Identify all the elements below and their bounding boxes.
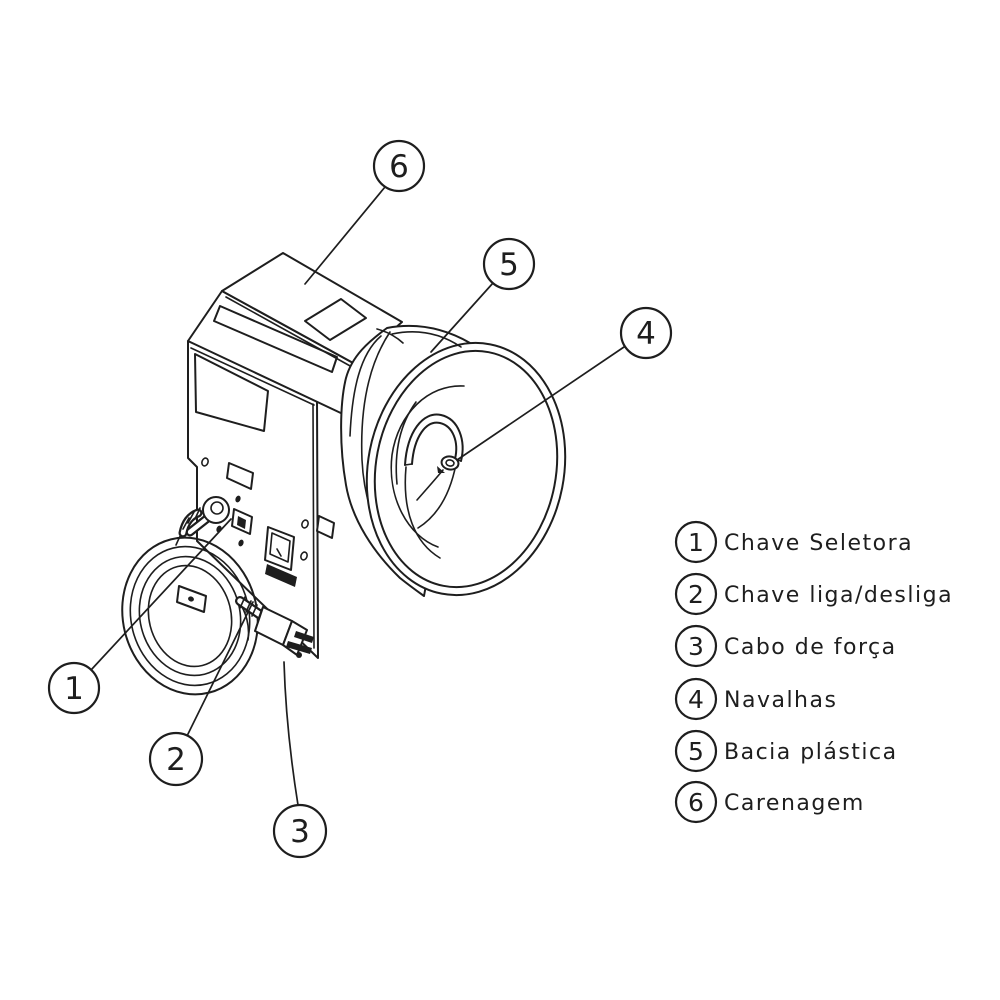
legend-num-2: 2 — [688, 580, 704, 609]
top-vent-window — [304, 298, 367, 341]
cord-elbow-grommet — [178, 507, 203, 538]
callout-1-number: 1 — [64, 671, 84, 707]
legend-item-3: 3 Cabo de força — [674, 624, 897, 668]
legend-num-1: 1 — [688, 528, 704, 557]
callout-5-number: 5 — [499, 247, 519, 283]
cabo-de-forca-power-cord — [121, 507, 314, 696]
callout-3: 3 — [272, 803, 328, 859]
power-plug — [254, 606, 314, 658]
legend: 1 Chave Seletora 2 Chave liga/desliga 3 … — [674, 520, 953, 824]
callout-4: 4 — [619, 306, 673, 360]
panel-label-window — [194, 353, 269, 432]
bowl-inner-bottom-arc — [390, 385, 465, 548]
leader-line-4 — [456, 346, 625, 461]
legend-item-1: 1 Chave Seletora — [674, 520, 913, 564]
legend-num-3: 3 — [688, 632, 704, 661]
selector-switch-knob — [185, 496, 230, 537]
bowl-rim-inner — [373, 349, 559, 589]
housing-foot-tab — [316, 515, 335, 539]
plug-prong — [286, 641, 312, 654]
panel-tab — [226, 462, 254, 490]
callout-1: 1 — [47, 661, 101, 715]
legend-num-4: 4 — [688, 685, 704, 714]
legend-num-5: 5 — [688, 737, 704, 766]
callout-2-number: 2 — [166, 742, 186, 778]
leader-line-1 — [90, 518, 232, 671]
legend-label-5: Bacia plástica — [724, 740, 898, 765]
legend-label-6: Carenagem — [724, 791, 865, 816]
leader-line-2 — [186, 601, 254, 737]
callout-2: 2 — [148, 731, 204, 787]
callout-6-number: 6 — [389, 149, 409, 185]
callout-6: 6 — [372, 139, 426, 193]
cord-bracket — [176, 585, 207, 613]
legend-item-4: 4 Navalhas — [674, 677, 837, 721]
callout-3-number: 3 — [290, 814, 310, 850]
legend-item-2: 2 Chave liga/desliga — [674, 572, 953, 616]
legend-label-3: Cabo de força — [724, 635, 897, 660]
legend-label-1: Chave Seletora — [724, 531, 913, 556]
callout-5: 5 — [482, 237, 536, 291]
legend-num-6: 6 — [688, 788, 704, 817]
small-switch — [231, 508, 253, 535]
blade-arch-inner — [411, 421, 458, 465]
plug-prong — [294, 631, 314, 643]
leader-line-6 — [304, 186, 386, 285]
legend-label-4: Navalhas — [724, 688, 837, 713]
bacia-plastica-bowl — [340, 324, 567, 597]
plug-ground-pin — [296, 652, 302, 658]
blade-arch-outer — [404, 413, 464, 466]
navalhas-blades — [404, 413, 464, 559]
callout-4-number: 4 — [636, 316, 656, 352]
legend-label-2: Chave liga/desliga — [724, 583, 953, 608]
panel-controls — [185, 496, 297, 587]
leader-line-5 — [430, 282, 494, 353]
power-rocker-switch — [264, 526, 297, 587]
leader-lines — [90, 186, 625, 806]
legend-item-5: 5 Bacia plástica — [674, 729, 898, 773]
legend-item-6: 6 Carenagem — [674, 780, 865, 824]
upper-vent-slot — [213, 305, 338, 373]
blade-hub — [440, 455, 460, 471]
leader-line-3 — [283, 661, 299, 806]
